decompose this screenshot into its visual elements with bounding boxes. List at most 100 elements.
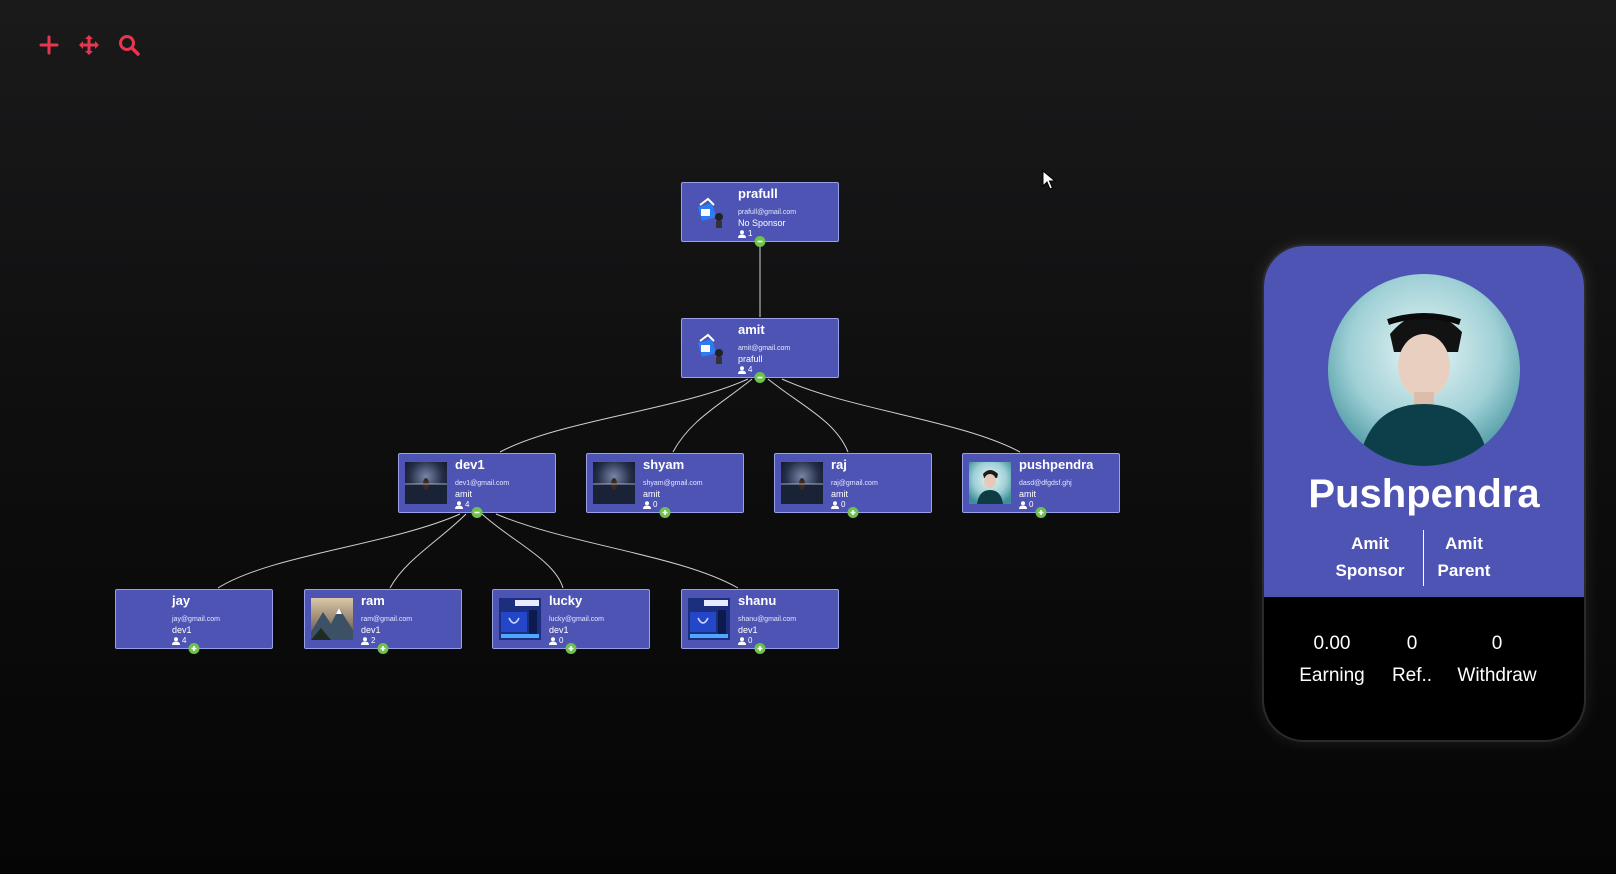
node-member-count: 4 <box>172 636 186 645</box>
profile-card: Pushpendra Amit Sponsor Amit Parent 0.00… <box>1264 246 1584 740</box>
profile-header: Pushpendra Amit Sponsor Amit Parent <box>1264 246 1584 597</box>
node-name: pushpendra <box>1019 457 1094 472</box>
profile-avatar <box>1328 274 1520 466</box>
link-amit-raj <box>767 378 849 453</box>
node-member-count: 0 <box>738 636 752 645</box>
tree-node-jay[interactable]: jay jay@gmail.com dev1 4 <box>115 589 273 654</box>
user-icon <box>738 229 746 238</box>
user-icon <box>643 500 651 509</box>
node-email: lucky@gmail.com <box>549 616 604 623</box>
tree-node-pushpendra[interactable]: pushpendra dasd@dfgdsf.ghj amit 0 <box>962 453 1120 518</box>
node-email: shyam@gmail.com <box>643 480 703 487</box>
collapse-toggle[interactable] <box>754 372 766 383</box>
user-icon <box>738 636 746 645</box>
node-sponsor: No Sponsor <box>738 218 786 228</box>
node-email: raj@gmail.com <box>831 480 878 487</box>
tree-node-raj[interactable]: raj raj@gmail.com amit 0 <box>774 453 932 518</box>
expand-toggle[interactable] <box>847 507 859 518</box>
tree-node-amit[interactable]: amit amit@gmail.com prafull 4 <box>681 318 839 383</box>
link-amit-pushpendra <box>781 378 1021 453</box>
ref-label: Ref.. <box>1391 665 1433 686</box>
tree-node-ram[interactable]: ram ram@gmail.com dev1 2 <box>304 589 462 654</box>
link-dev1-ram <box>389 513 467 589</box>
collapse-toggle[interactable] <box>754 236 766 247</box>
link-amit-dev1 <box>499 378 749 453</box>
node-name: shanu <box>738 593 777 608</box>
avatar <box>969 462 1011 504</box>
node-name: lucky <box>549 593 583 608</box>
avatar <box>688 598 730 640</box>
toolbar <box>36 32 142 58</box>
user-icon <box>549 636 557 645</box>
node-member-count: 0 <box>1019 500 1033 509</box>
move-icon[interactable] <box>76 32 102 58</box>
withdraw-label: Withdraw <box>1457 665 1537 686</box>
node-sponsor: amit <box>1019 489 1037 499</box>
stat-earning: 0.00 Earning <box>1292 628 1372 692</box>
node-sponsor: dev1 <box>738 625 758 635</box>
avatar <box>781 462 823 504</box>
tree-node-shyam[interactable]: shyam shyam@gmail.com amit 0 <box>586 453 744 518</box>
avatar <box>688 191 730 233</box>
earning-value: 0.00 <box>1313 633 1351 654</box>
node-member-count: 0 <box>549 636 563 645</box>
node-email: prafull@gmail.com <box>738 209 797 216</box>
expand-toggle[interactable] <box>1035 507 1047 518</box>
tree-node-prafull[interactable]: prafull prafull@gmail.com No Sponsor 1 <box>681 182 839 247</box>
user-icon <box>831 500 839 509</box>
member-count-value: 0 <box>841 500 846 509</box>
plus-icon[interactable] <box>36 32 62 58</box>
collapse-toggle[interactable] <box>471 507 483 518</box>
parent-label: Parent <box>1437 561 1491 580</box>
node-sponsor: dev1 <box>172 625 192 635</box>
link-dev1-shanu <box>495 513 739 589</box>
member-count-value: 1 <box>748 229 753 238</box>
node-email: jay@gmail.com <box>172 616 220 623</box>
sponsor-value: Amit <box>1351 534 1389 553</box>
node-member-count: 4 <box>738 365 752 374</box>
member-count-value: 4 <box>748 365 753 374</box>
search-icon[interactable] <box>116 32 142 58</box>
stat-referrals: 0 Ref.. <box>1382 628 1442 692</box>
divider <box>1423 530 1424 586</box>
node-member-count: 4 <box>455 500 469 509</box>
tree-node-lucky[interactable]: lucky lucky@gmail.com dev1 0 <box>492 589 650 654</box>
user-icon <box>361 636 369 645</box>
node-member-count: 2 <box>361 636 375 645</box>
user-icon <box>455 500 463 509</box>
expand-toggle[interactable] <box>754 643 766 654</box>
profile-sponsor: Amit Sponsor <box>1310 530 1430 584</box>
link-dev1-lucky <box>481 513 564 589</box>
avatar <box>593 462 635 504</box>
profile-parent: Amit Parent <box>1404 530 1524 584</box>
node-name: raj <box>831 457 847 472</box>
link-dev1-jay <box>217 513 461 589</box>
avatar <box>688 327 730 369</box>
member-count-value: 0 <box>559 636 564 645</box>
tree-node-dev1[interactable]: dev1 dev1@gmail.com amit 4 <box>398 453 556 518</box>
expand-toggle[interactable] <box>565 643 577 654</box>
avatar <box>499 598 541 640</box>
ref-value: 0 <box>1406 633 1418 654</box>
mouse-cursor-icon <box>1042 170 1056 190</box>
withdraw-value: 0 <box>1491 633 1503 654</box>
node-member-count: 0 <box>831 500 845 509</box>
stat-withdraw: 0 Withdraw <box>1442 628 1552 692</box>
expand-toggle[interactable] <box>659 507 671 518</box>
parent-value: Amit <box>1445 534 1483 553</box>
expand-toggle[interactable] <box>188 643 200 654</box>
member-count-value: 0 <box>653 500 658 509</box>
user-icon <box>738 365 746 374</box>
expand-toggle[interactable] <box>377 643 389 654</box>
avatar <box>405 462 447 504</box>
member-count-value: 4 <box>465 500 470 509</box>
node-email: amit@gmail.com <box>738 345 791 352</box>
node-sponsor: amit <box>455 489 473 499</box>
node-member-count: 1 <box>738 229 752 238</box>
node-name: ram <box>361 593 385 608</box>
node-sponsor: dev1 <box>361 625 381 635</box>
user-icon <box>172 636 180 645</box>
node-email: ram@gmail.com <box>361 616 413 623</box>
tree-node-shanu[interactable]: shanu shanu@gmail.com dev1 0 <box>681 589 839 654</box>
node-name: shyam <box>643 457 685 472</box>
